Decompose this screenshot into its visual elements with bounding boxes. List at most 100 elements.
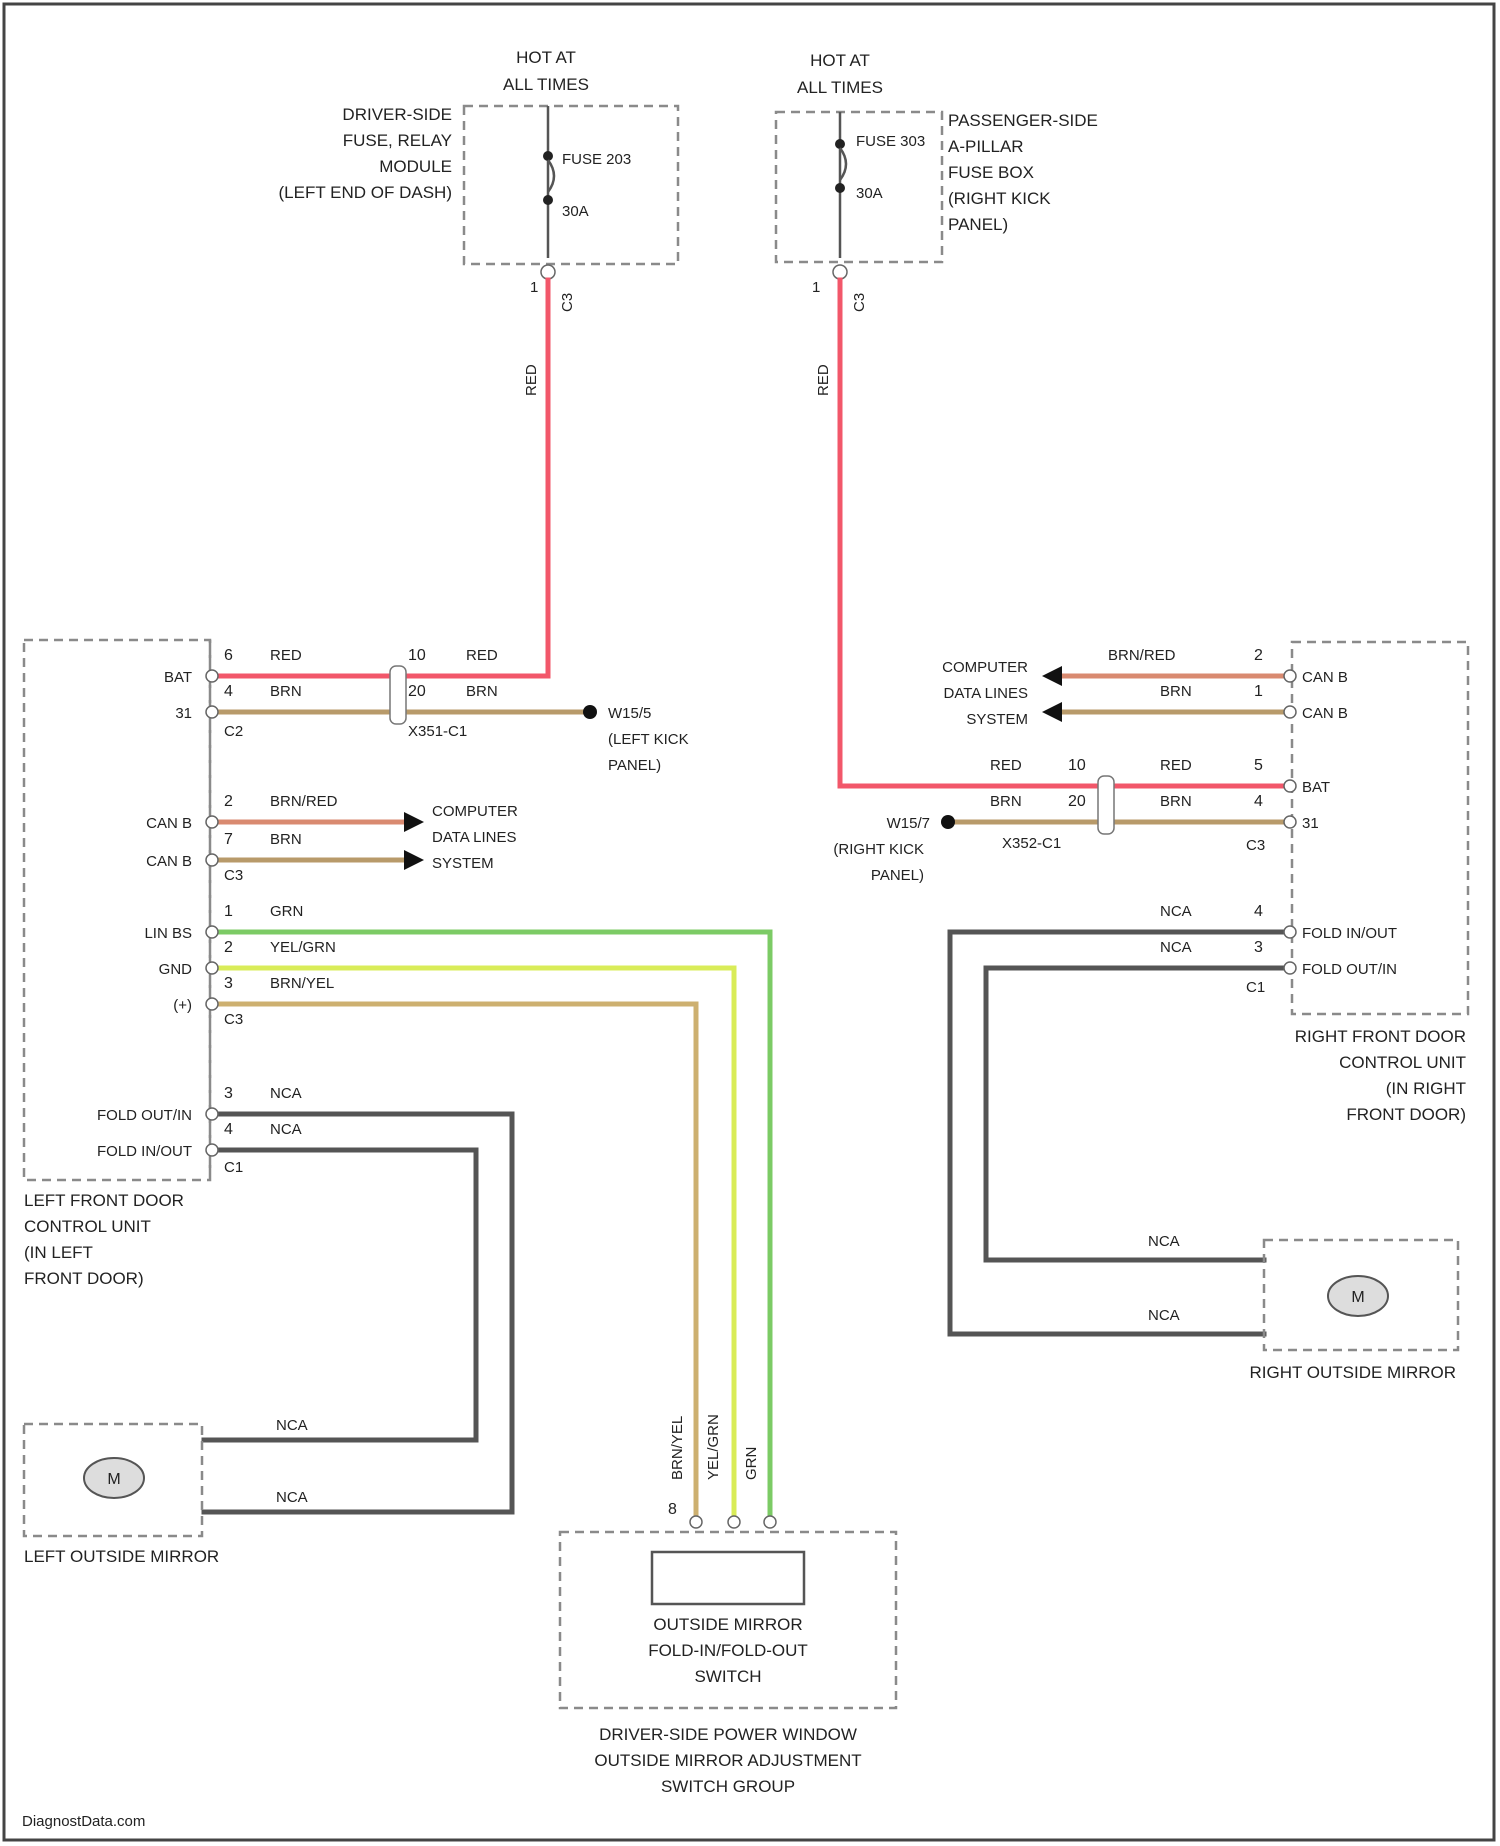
left-fuse-connector [541,265,555,279]
right-fuse-amps: 30A [856,185,883,202]
left-conn-c2: C2 [224,723,243,740]
right-wire-fold-in-label: NCA [1160,939,1192,956]
right-wire-bat-label: RED [1160,757,1192,774]
right-inline-wire-b: BRN [990,793,1022,810]
right-unit-title-line1: RIGHT FRONT DOOR [1295,1027,1466,1046]
left-ground-ref-2: (LEFT KICK [608,731,689,748]
right-mirror-wire-b: NCA [1148,1307,1180,1324]
right-fuse-name: FUSE 303 [856,133,925,150]
right-conn-c1: C1 [1246,979,1265,996]
right-term-fold-in: FOLD OUT/IN [1302,961,1397,978]
right-ground-ref-1: W15/7 [887,815,930,832]
right-pin-bat: 5 [1254,757,1263,774]
left-pin-ground: 4 [224,683,233,700]
left-mirror-motor-label: M [107,1471,120,1488]
right-hot-line1: HOT AT [810,51,870,70]
left-unit-title-line1: LEFT FRONT DOOR [24,1191,184,1210]
left-pin-fold-out: 3 [224,1085,233,1102]
right-fuse-pin: 1 [812,279,820,296]
wire-right-nca-outer [950,932,1290,1334]
right-data-line1: COMPUTER [942,659,1028,676]
right-feed-wire-label: RED [815,364,832,396]
right-mirror-motor-label: M [1351,1289,1364,1306]
wire-left-red-feed [218,280,548,676]
switch-wire-label-yelgrn: YEL/GRN [705,1414,722,1480]
left-wire-ground-label: BRN [270,683,302,700]
left-pin-can-h: 2 [224,793,233,810]
left-data-line3: SYSTEM [432,855,494,872]
switch-line1: OUTSIDE MIRROR [653,1615,802,1634]
switch-group-line3: SWITCH GROUP [661,1777,795,1796]
right-data-lines: COMPUTER DATA LINES SYSTEM [942,659,1062,728]
switch-wire-label-grn: GRN [743,1447,760,1480]
left-fuse-box [464,106,678,264]
right-data-line3: SYSTEM [966,711,1028,728]
left-fuse-name: FUSE 203 [562,151,631,168]
left-conn-c1: C1 [224,1159,243,1176]
right-pin-fold-in: 3 [1254,939,1263,956]
wire-right-nca-inner [986,968,1290,1260]
right-conn-c3: C3 [1246,837,1265,854]
left-data-line1: COMPUTER [432,803,518,820]
left-term-lin: LIN BS [144,925,192,942]
left-feed-wire-label: RED [523,364,540,396]
right-mirror-label: RIGHT OUTSIDE MIRROR [1249,1363,1456,1382]
right-can-h-arrow [1042,666,1062,686]
right-mirror-wire-a: NCA [1148,1233,1180,1250]
left-term-ground: 31 [175,705,192,722]
switch-line3: SWITCH [694,1667,761,1686]
right-inline-pin-b: 20 [1068,793,1086,810]
left-inline-wire-a: RED [466,647,498,664]
left-conn-c3a: C3 [224,867,243,884]
switch-icon [652,1552,804,1604]
right-fuse-module: HOT AT ALL TIMES PASSENGER-SIDE A-PILLAR… [776,51,1098,312]
left-door-control-unit: BAT 31 CAN B CAN B LIN BS GND (+) FOLD O… [24,640,338,1288]
right-unit-title-line2: CONTROL UNIT [1339,1053,1466,1072]
switch-wire-label-brnyel: BRN/YEL [669,1416,686,1480]
left-pin-sig: 3 [224,975,233,992]
left-wire-gnd-label: YEL/GRN [270,939,336,956]
right-wire-can-l-label: BRN [1160,683,1192,700]
left-wire-can-l-label: BRN [270,831,302,848]
left-ground-point [583,705,597,719]
left-term-sig: (+) [173,997,192,1014]
right-pin-can-l: 1 [1254,683,1263,700]
left-mirror-wire-a: NCA [276,1417,308,1434]
left-fuse-pin: 1 [530,279,538,296]
left-term-fold-in: FOLD IN/OUT [97,1143,192,1160]
left-inline-pin-b: 20 [408,683,426,700]
left-unit-title-line2: CONTROL UNIT [24,1217,151,1236]
right-term-ground: 31 [1302,815,1319,832]
right-term-can-h: CAN B [1302,669,1348,686]
right-ground-ref-3: PANEL) [871,867,924,884]
right-data-line2: DATA LINES [944,685,1028,702]
left-fuse-amps: 30A [562,203,589,220]
left-term-gnd: GND [159,961,193,978]
left-module-line1: DRIVER-SIDE [342,105,452,124]
left-pin-fold-in: 4 [224,1121,233,1138]
right-inline-wire-a: RED [990,757,1022,774]
right-unit-title-line4: FRONT DOOR) [1346,1105,1466,1124]
left-ground-ref-3: PANEL) [608,757,661,774]
left-module-line3: MODULE [379,157,452,176]
left-pin-lin: 1 [224,903,233,920]
left-fuse-conn: C3 [559,293,576,312]
right-module-line3: FUSE BOX [948,163,1034,182]
switch-group-line2: OUTSIDE MIRROR ADJUSTMENT [594,1751,861,1770]
left-inline-conn-id: X351-C1 [408,723,467,740]
wire-left-nca-outer [204,1114,512,1512]
left-unit-title-line3: (IN LEFT [24,1243,93,1262]
left-wire-fold-out-label: NCA [270,1085,302,1102]
left-wire-can-h-label: BRN/RED [270,793,338,810]
right-wire-ground-label: BRN [1160,793,1192,810]
right-inline-conn-id: X352-C1 [1002,835,1061,852]
left-fuse-module: HOT AT ALL TIMES DRIVER-SIDE FUSE, RELAY… [279,48,678,312]
left-data-lines: COMPUTER DATA LINES SYSTEM [404,803,518,872]
left-inline-wire-b: BRN [466,683,498,700]
left-term-bat: BAT [164,669,192,686]
right-fuse-conn: C3 [851,293,868,312]
left-mirror-label: LEFT OUTSIDE MIRROR [24,1547,219,1566]
right-pin-can-h: 2 [1254,647,1263,664]
right-pin-fold-out: 4 [1254,903,1263,920]
left-conn-c3b: C3 [224,1011,243,1028]
